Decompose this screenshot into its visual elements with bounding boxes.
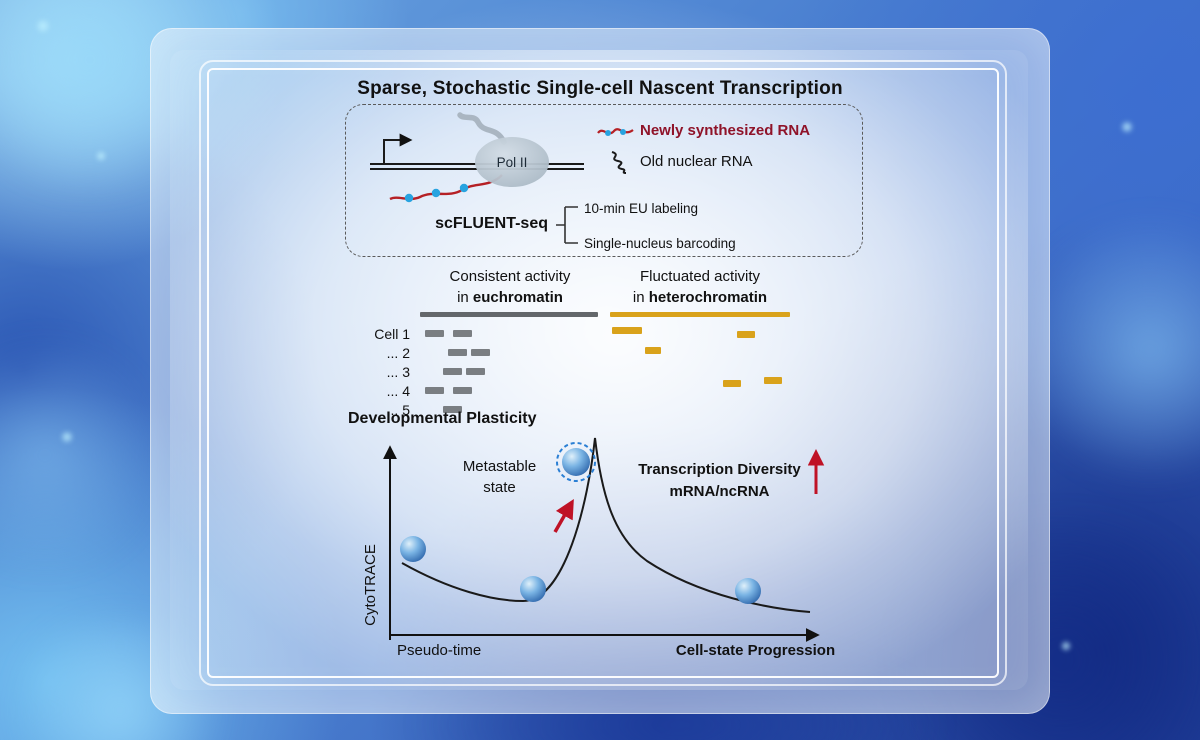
polii-label: Pol II: [497, 155, 528, 170]
eu-label-dot: [431, 188, 441, 198]
cell-row-label-4: ... 4: [386, 383, 410, 399]
diversity-line2: mRNA/ncRNA: [669, 483, 770, 500]
background-blob: [0, 330, 160, 580]
background-dot: [35, 18, 51, 34]
cell-row-label-1: Cell 1: [374, 326, 410, 342]
cytotrace-curve: [401, 437, 811, 613]
panel-frame: [199, 60, 1007, 686]
tss-arrow-icon: [383, 133, 413, 164]
method-name: scFLUENT-seq: [435, 215, 548, 232]
background-blob: [1030, 200, 1200, 500]
background-dot: [95, 150, 107, 162]
legend-old-nuclear-label: Old nuclear RNA: [640, 153, 753, 170]
panel-glow: [170, 50, 1028, 690]
euchromatin-underline: [420, 312, 598, 317]
eu-label-dot: [459, 183, 469, 193]
cell-sphere: [520, 576, 546, 602]
heterochromatin-heading-line2: in heterochromatin: [605, 289, 795, 306]
heterochromatin-prefix: in: [632, 289, 649, 306]
old-rna-squiggle-icon: [457, 112, 507, 145]
background-dot: [1120, 120, 1134, 134]
bracket-connector: [556, 206, 578, 244]
cell-sphere: [400, 536, 426, 562]
heterochromatin-underline: [610, 312, 790, 317]
background-dot: [1060, 640, 1072, 652]
legend-newly-synthesized-label: Newly synthesized RNA: [640, 122, 811, 139]
method-step-2: Single-nucleus barcoding: [584, 236, 736, 251]
cell-sphere: [735, 578, 761, 604]
plot-heading: Developmental Plasticity: [348, 410, 537, 427]
background-dot: [60, 430, 74, 444]
cell-row-label-5: ... 5: [386, 402, 410, 418]
x-axis-label-left: Pseudo-time: [397, 642, 482, 659]
y-axis-label: CytoTRACE: [362, 544, 379, 626]
metastable-label: Metastable state: [452, 456, 547, 498]
cell-row-label-3: ... 3: [386, 364, 410, 380]
euchromatin-heading-line1: Consistent activity: [449, 268, 571, 285]
euchromatin-prefix: in: [457, 289, 473, 306]
transcription-schematic: Pol II: [370, 112, 584, 203]
euchromatin-heading-line2: in euchromatin: [415, 289, 605, 306]
newly-synthesized-rna-icon: [597, 128, 634, 136]
heterochromatin-heading-line1: Fluctuated activity: [639, 268, 761, 285]
method-box: [345, 104, 863, 257]
euchromatin-word: euchromatin: [472, 289, 563, 306]
heterochromatin-word: heterochromatin: [648, 289, 768, 306]
eu-label-dot: [404, 193, 414, 203]
metastable-line1: Metastable: [462, 458, 537, 475]
cell-row-label-2: ... 2: [386, 345, 410, 361]
polii-blob: [475, 137, 549, 187]
metastable-dashed-ring: [556, 442, 596, 482]
figure-title: Sparse, Stochastic Single-cell Nascent T…: [357, 78, 843, 99]
old-nuclear-rna-icon: [611, 151, 627, 174]
to-metastable-arrow-icon: [553, 498, 574, 533]
cytotrace-plot: [383, 437, 825, 642]
diversity-label: Transcription Diversity mRNA/ncRNA: [612, 459, 827, 503]
nascent-rna-icon: [389, 174, 503, 201]
diversity-line1: Transcription Diversity: [638, 461, 801, 478]
metastable-line2: state: [483, 479, 516, 496]
metastable-cell-sphere: [562, 448, 590, 476]
method-step-1: 10-min EU labeling: [584, 201, 699, 216]
x-axis-label-right: Cell-state Progression: [675, 642, 836, 659]
